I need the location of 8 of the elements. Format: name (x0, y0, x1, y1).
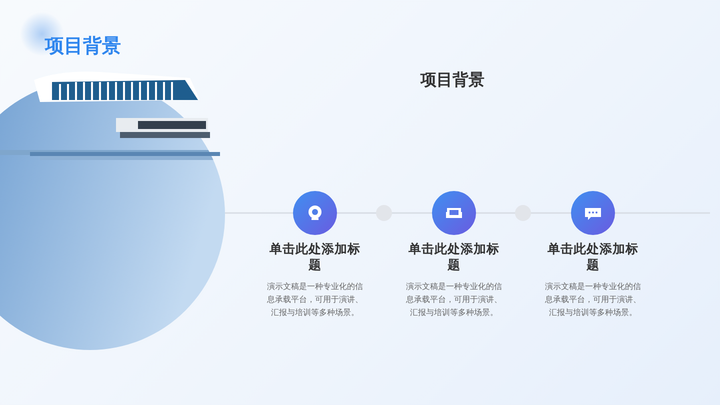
section-heading: 项目背景 (419, 69, 486, 91)
page-title: 项目背景 (45, 34, 121, 59)
item-title: 单击此处添加标题 (546, 241, 640, 273)
item-description: 演示文稿是一种专业化的信息承载平台，可用于演讲、汇报与培训等多种场景。 (266, 281, 364, 319)
item-description: 演示文稿是一种专业化的信息承载平台，可用于演讲、汇报与培训等多种场景。 (544, 281, 642, 319)
item-title: 单击此处添加标题 (408, 241, 500, 273)
item-description: 演示文稿是一种专业化的信息承载平台，可用于演讲、汇报与培训等多种场景。 (405, 281, 503, 319)
item-title: 单击此处添加标题 (268, 241, 362, 273)
